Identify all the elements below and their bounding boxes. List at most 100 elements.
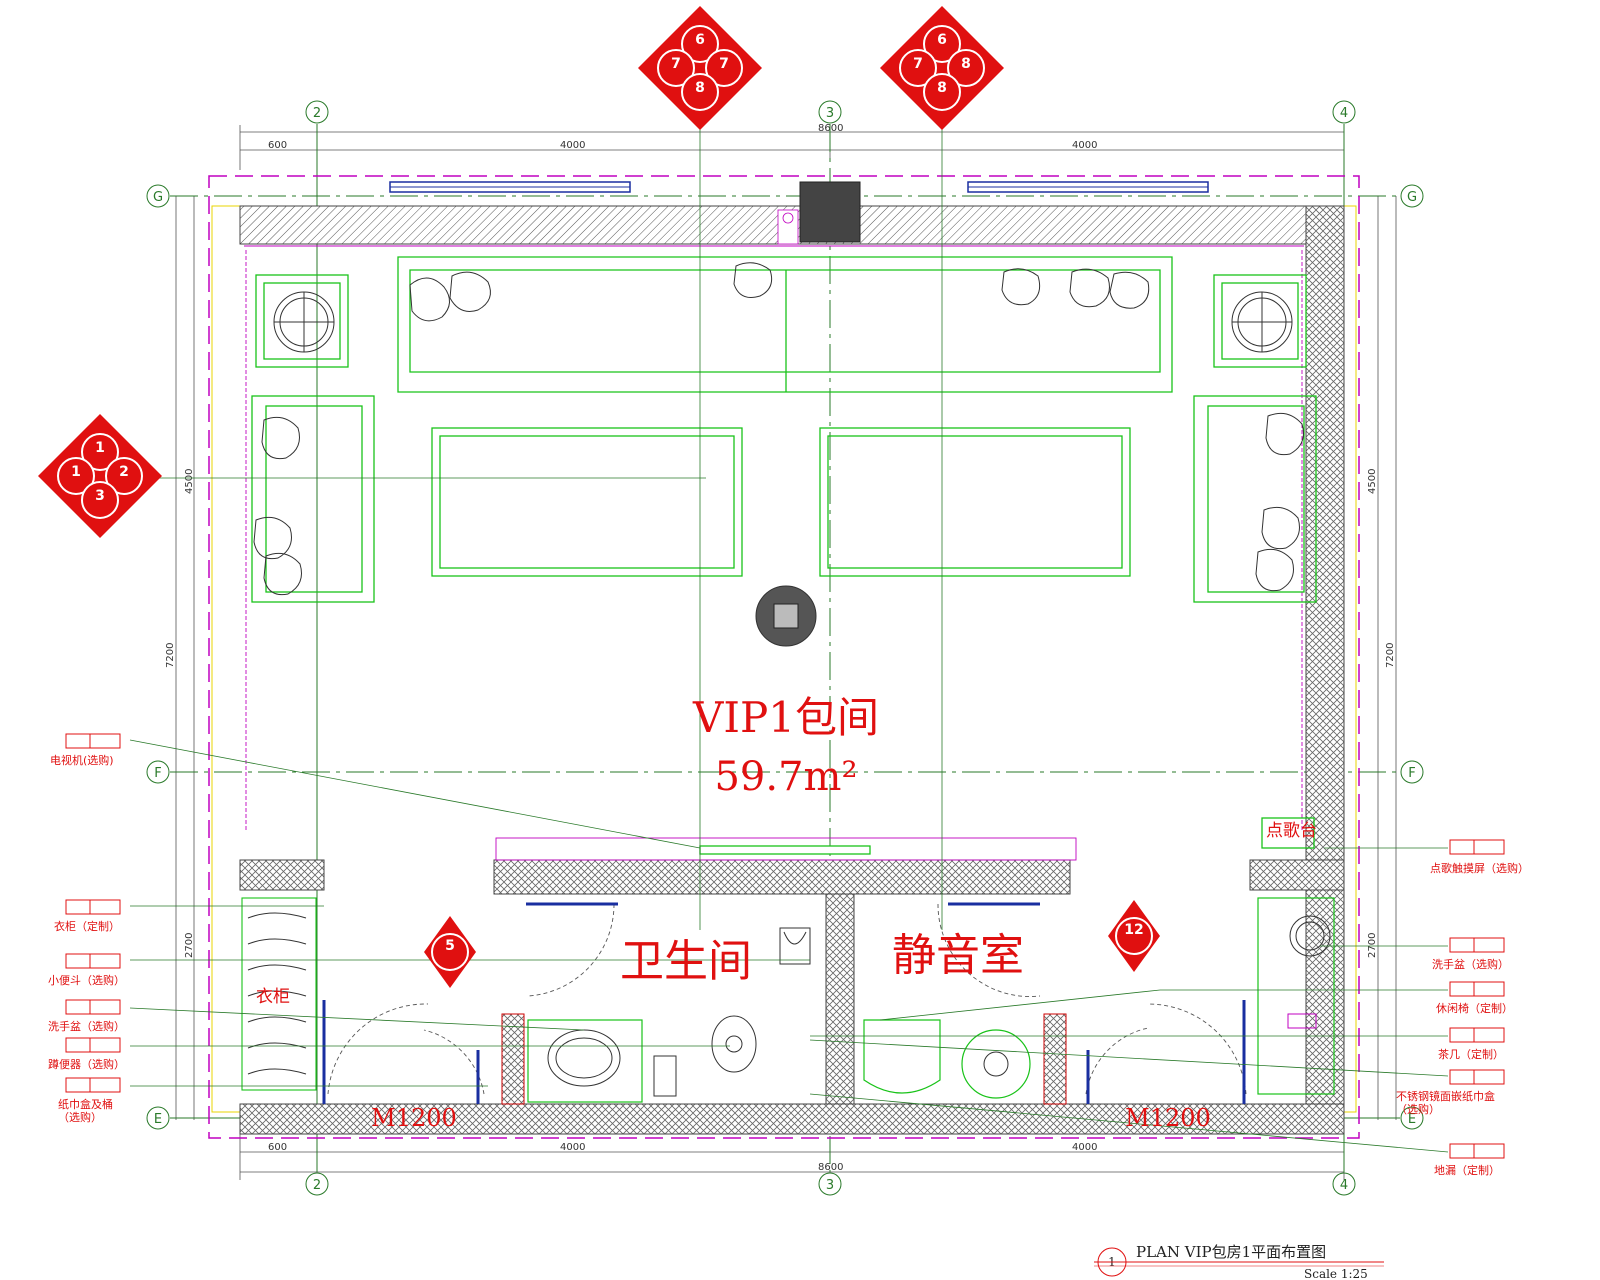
axis-label-3-bottom: 3 xyxy=(826,1178,834,1193)
tv-set xyxy=(699,845,871,855)
tag-label: 电视机(选购) xyxy=(50,753,114,767)
tag-label: 不锈钢镜面嵌纸巾盒（选购） xyxy=(1396,1089,1495,1116)
grid-axes xyxy=(146,100,1424,1196)
bathroom-fixtures xyxy=(527,897,1335,1103)
dim-right-upper: 4500 xyxy=(1367,469,1378,494)
tag-washbasin: 洗手盆（选购） xyxy=(48,999,125,1033)
wardrobe-label: 衣柜 xyxy=(256,987,290,1007)
grid-axis-labels: 2 3 4 2 3 4 G F E G F E xyxy=(153,106,1417,1193)
marker-num: 7 xyxy=(671,56,681,72)
elevation-marker-top-right: 6 7 8 8 xyxy=(880,6,1004,130)
marker-num: 8 xyxy=(937,80,947,96)
dim-left-lower: 2700 xyxy=(184,933,195,958)
room-boundary xyxy=(208,175,1360,1139)
dim-right-lower: 2700 xyxy=(1367,933,1378,958)
tag-urinal: 小便斗（选购） xyxy=(48,953,125,987)
tag-floor-drain: 地漏（定制） xyxy=(1434,1143,1505,1177)
tag-label: 点歌触摸屏（选购） xyxy=(1430,861,1529,875)
dim-top-seg3: 4000 xyxy=(1072,140,1097,151)
side-sofa-right xyxy=(1193,395,1317,603)
axis-label-3-top: 3 xyxy=(826,106,834,121)
tag-touchscreen: 点歌触摸屏（选购） xyxy=(1430,839,1529,875)
axis-label-E-left: E xyxy=(154,1112,162,1127)
tag-label: 休闲椅（定制） xyxy=(1436,1001,1513,1015)
tag-tissue-bin: 纸巾盒及桶（选购） xyxy=(58,1077,121,1124)
tag-washbasin-right: 洗手盆（选购） xyxy=(1432,937,1509,971)
dim-top-total: 8600 xyxy=(818,123,843,134)
corner-table-right xyxy=(1213,274,1307,368)
doors xyxy=(322,902,1247,1104)
room-name-toilet: 卫生间 xyxy=(620,936,752,987)
dim-top-seg2: 4000 xyxy=(560,140,585,151)
corner-table-left xyxy=(255,274,349,368)
room-name-quiet: 静音室 xyxy=(892,930,1024,981)
song-station-furniture xyxy=(1261,817,1315,849)
tags-right: 点歌触摸屏（选购） 洗手盆（选购） 休闲椅（定制） 茶几（定制） 不锈钢镜面嵌纸… xyxy=(1396,839,1529,1177)
wardrobe xyxy=(241,897,317,1091)
marker-num: 6 xyxy=(695,32,705,48)
marker-num: 8 xyxy=(695,80,705,96)
axis-label-F-right: F xyxy=(1408,766,1415,781)
tag-label: 纸巾盒及桶（选购） xyxy=(58,1097,113,1124)
marker-num: 12 xyxy=(1124,922,1143,938)
coffee-table-right xyxy=(819,427,1131,577)
tag-label: 地漏（定制） xyxy=(1434,1163,1500,1177)
top-dimensions: 8600 600 4000 4000 xyxy=(239,123,1345,170)
outer-walls xyxy=(239,181,1345,1135)
tag-label: 蹲便器（选购） xyxy=(48,1057,125,1071)
dim-bottom-seg1: 600 xyxy=(268,1142,287,1153)
marker-num: 1 xyxy=(95,440,105,456)
axis-label-G-left: G xyxy=(153,190,163,205)
leader-lines xyxy=(129,128,1449,1153)
tag-label: 茶几（定制） xyxy=(1438,1047,1504,1061)
drawing-title: PLAN VIP包房1平面布置图 xyxy=(1136,1243,1326,1261)
dim-top-seg1: 600 xyxy=(268,140,287,151)
door-label-left: M1200 xyxy=(371,1104,457,1132)
dim-right-mid: 7200 xyxy=(1385,643,1396,668)
dim-bottom-seg3: 4000 xyxy=(1072,1142,1097,1153)
long-sofa xyxy=(397,256,1173,393)
axis-label-2-top: 2 xyxy=(313,106,321,121)
tag-wardrobe: 衣柜（定制） xyxy=(54,899,121,933)
axis-label-G-right: G xyxy=(1407,190,1417,205)
tag-label: 小便斗（选购） xyxy=(48,973,125,987)
stools xyxy=(253,262,1304,647)
marker-num: 5 xyxy=(445,938,455,954)
tags-left: 电视机(选购) 衣柜（定制） 小便斗（选购） 洗手盆（选购） 蹲便器（选购） 纸… xyxy=(48,733,125,1124)
dim-left-mid: 7200 xyxy=(165,643,176,668)
marker-num: 1 xyxy=(71,464,81,480)
curtain-lines xyxy=(244,245,1304,830)
room-labels: VIP1包间 59.7m² 卫生间 静音室 衣柜 点歌台 M1200 M1200 xyxy=(256,693,1317,1132)
door-label-right: M1200 xyxy=(1125,1104,1211,1132)
side-sofa-left xyxy=(251,395,375,603)
elevation-marker-left: 1 1 2 3 xyxy=(38,414,162,538)
marker-num: 8 xyxy=(961,56,971,72)
marker-num: 7 xyxy=(913,56,923,72)
drawing-scale: Scale 1:25 xyxy=(1304,1267,1368,1280)
axis-label-E-right: E xyxy=(1408,1112,1416,1127)
tag-lounge-chair: 休闲椅（定制） xyxy=(1436,981,1513,1015)
tag-tea-table: 茶几（定制） xyxy=(1438,1027,1505,1061)
structural-column xyxy=(799,181,861,243)
axis-label-F-left: F xyxy=(154,766,161,781)
tag-squat-toilet: 蹲便器（选购） xyxy=(48,1037,125,1071)
marker-num: 6 xyxy=(937,32,947,48)
tag-tv: 电视机(选购) xyxy=(50,733,121,767)
elevation-marker-small-right: 12 xyxy=(1108,900,1160,972)
tag-label: 衣柜（定制） xyxy=(54,919,120,933)
side-dimensions: 7200 4500 2700 4500 7200 2700 xyxy=(165,196,1397,1120)
tag-label: 洗手盆（选购） xyxy=(48,1019,125,1033)
marker-num: 2 xyxy=(119,464,129,480)
dim-bottom-total: 8600 xyxy=(818,1162,843,1173)
tag-label: 洗手盆（选购） xyxy=(1432,957,1509,971)
room-area: 59.7m² xyxy=(714,754,857,800)
axis-label-4-bottom: 4 xyxy=(1340,1178,1348,1193)
song-station-label: 点歌台 xyxy=(1266,821,1317,841)
partition-walls xyxy=(239,837,1345,1105)
marker-num: 3 xyxy=(95,488,105,504)
elevation-marker-top-left: 6 7 7 8 xyxy=(638,6,762,130)
axis-label-2-bottom: 2 xyxy=(313,1178,321,1193)
furniture xyxy=(251,256,1317,849)
tag-mirror-tissue: 不锈钢镜面嵌纸巾盒（选购） xyxy=(1396,1069,1505,1116)
